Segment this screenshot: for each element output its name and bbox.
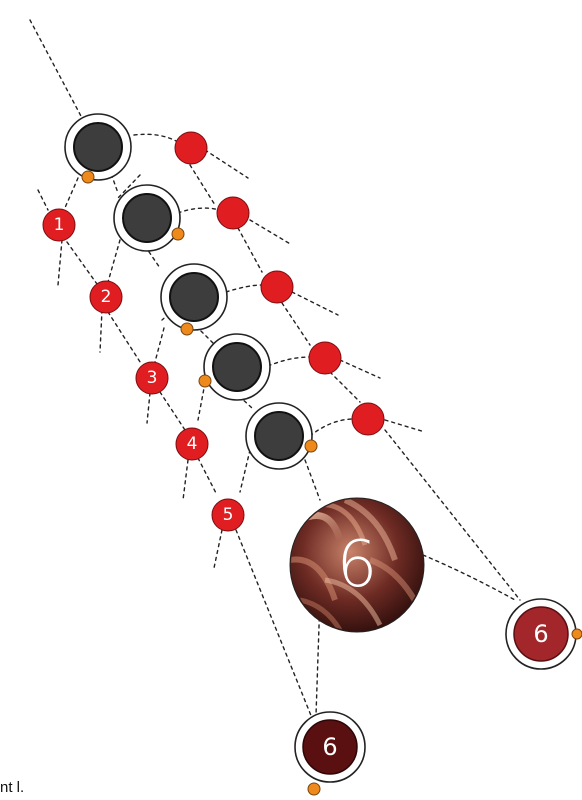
bottom-node-label: 6 [322,733,337,761]
red-node-c [260,270,294,304]
dark-node-4 [198,333,271,401]
dark-node-5 [245,402,318,470]
red-node-e [351,402,385,436]
red-node-b [216,196,250,230]
numbered-node-3-label: 3 [147,368,158,388]
numbered-node-1: 1 [42,208,76,242]
red-node-a [174,131,208,165]
right-node: 6 [505,598,582,670]
numbered-node-1-label: 1 [54,215,65,235]
connectors [29,19,521,719]
dark-node-3 [160,263,228,336]
big-node: 6 [289,497,425,633]
numbered-node-5-label: 5 [223,505,234,525]
corner-text: nt l. [0,779,25,796]
right-node-label: 6 [533,620,548,648]
dark-node-2 [113,184,185,252]
dark-node-1 [64,113,132,184]
numbered-node-2: 2 [89,280,123,314]
numbered-node-4: 4 [175,427,209,461]
big-node-label: 6 [337,528,378,602]
bottom-node: 6 [294,711,366,796]
red-node-d [308,341,342,375]
numbered-node-4-label: 4 [187,434,198,454]
numbered-node-3: 3 [135,361,169,395]
numbered-node-2-label: 2 [101,287,112,307]
numbered-node-5: 5 [211,498,245,532]
